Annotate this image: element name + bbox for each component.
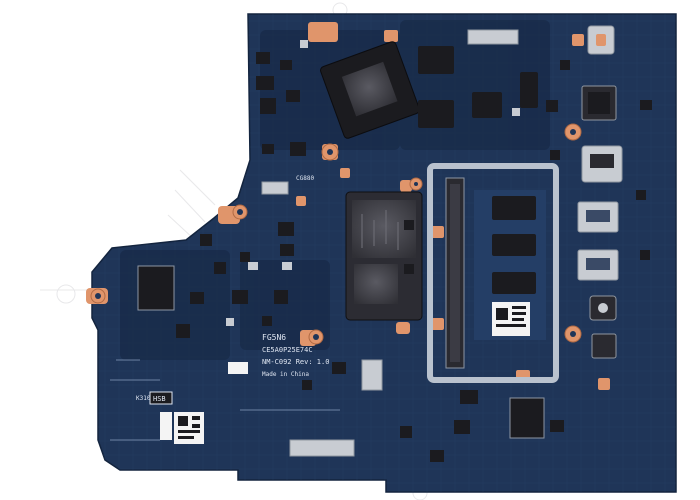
vram-chips [418,46,538,128]
silk-board-tag: CG880 [296,175,314,182]
cpu-package [345,191,423,321]
silk-left-code: K310 [136,395,151,402]
silk-serial: CE5A0P25E74C [262,346,313,354]
smd-silver-parts [226,40,520,326]
silkscreen-lines [110,359,340,441]
white-labels [149,362,248,444]
ram-chips [492,196,536,294]
m2-connectors [137,29,545,457]
silkscreen-text: FG5N6 CE5A0P25E74C NM-C092 Rev: 1.0 HSB … [136,175,329,403]
silk-model-code: FG5N6 [262,333,286,342]
smd-components [176,52,652,462]
gpu-chip [320,41,420,139]
io-ports [577,25,623,359]
silk-part-number: NM-C092 Rev: 1.0 [262,358,329,366]
silk-vendor-mark: HSB [153,395,166,403]
ram-sticker [492,302,530,336]
silk-note: Made in China [262,371,309,378]
